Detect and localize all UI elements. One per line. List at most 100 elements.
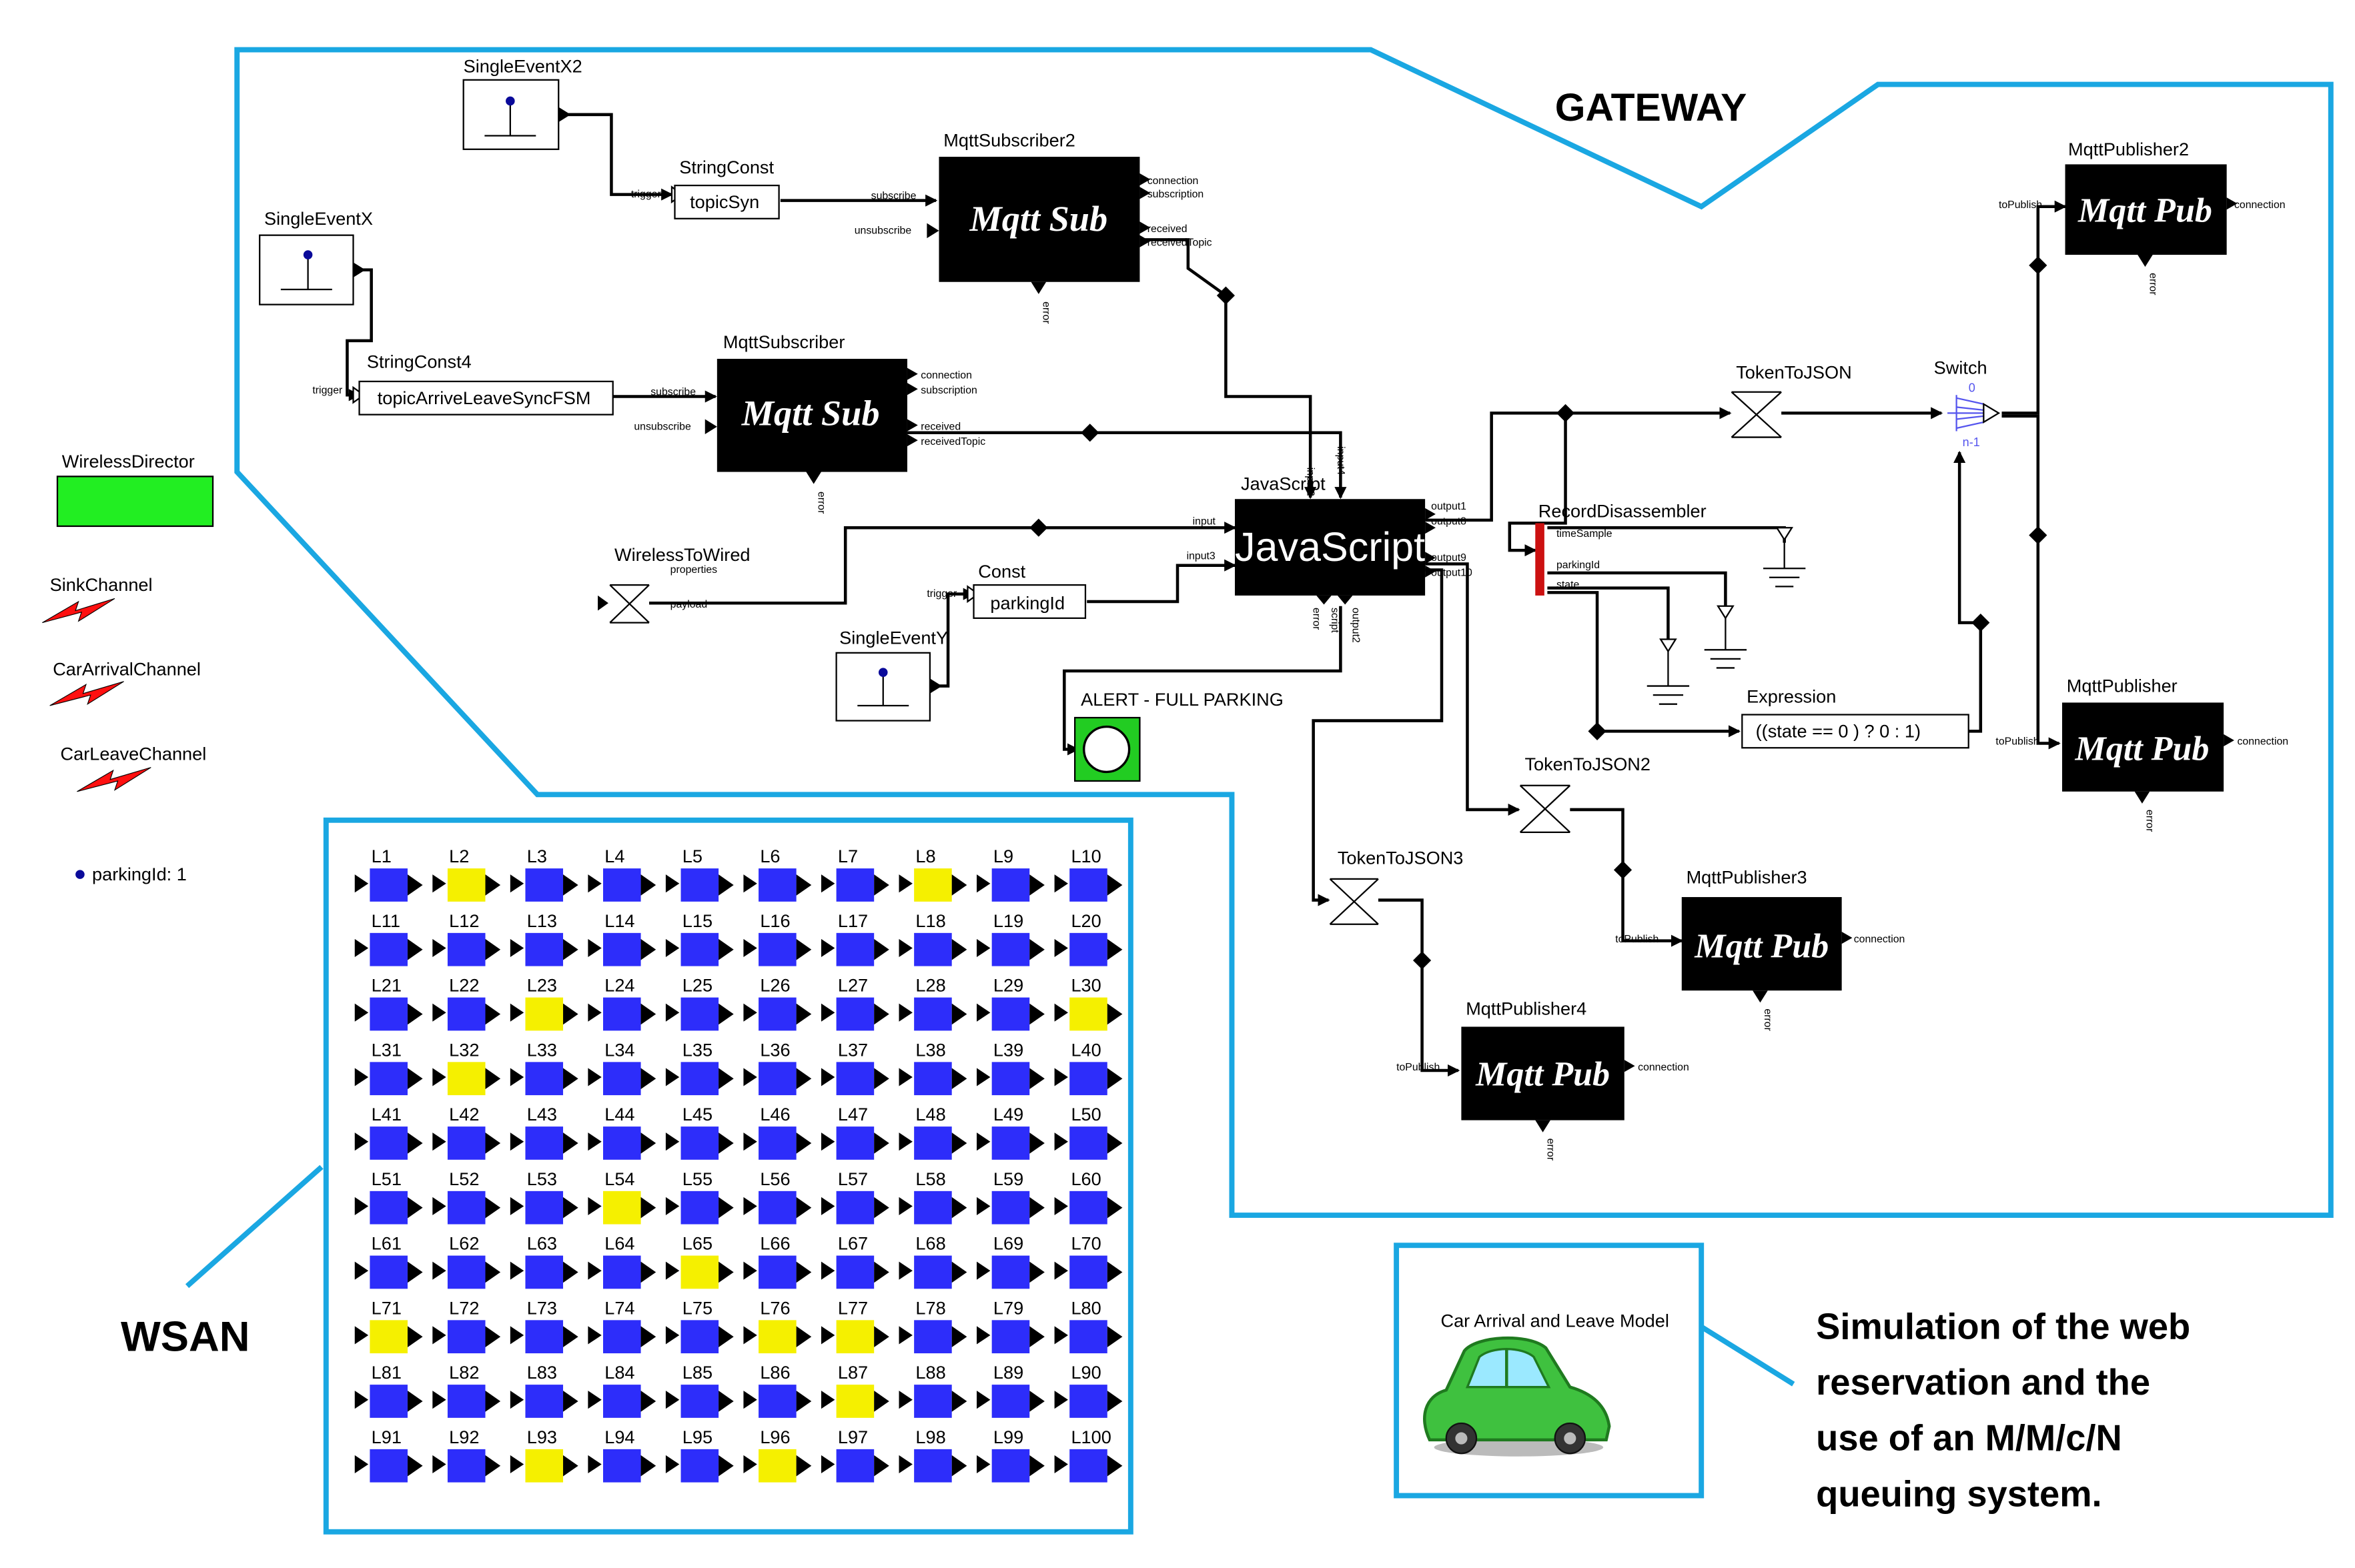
parking-sensor-L52[interactable]: L52	[432, 1168, 501, 1225]
parking-sensor-input-port[interactable]	[665, 1003, 680, 1022]
mqtt-publisher3-box[interactable]	[1681, 897, 1842, 991]
parking-sensor-L73[interactable]: L73	[510, 1297, 578, 1354]
parking-sensor-L28[interactable]: L28	[899, 975, 967, 1031]
parking-sensor-L29[interactable]: L29	[977, 975, 1045, 1031]
parking-sensor-output-port[interactable]	[1029, 1003, 1045, 1025]
parking-sensor-L84[interactable]: L84	[588, 1362, 656, 1418]
parking-sensor-L56[interactable]: L56	[743, 1168, 812, 1225]
parking-sensor-input-port[interactable]	[510, 874, 524, 893]
parking-sensor-input-port[interactable]	[432, 1003, 446, 1022]
parking-sensor-free-box[interactable]	[370, 1385, 408, 1418]
single-event-x-output-port[interactable]	[353, 262, 366, 277]
parking-sensor-occupied-box[interactable]	[447, 868, 486, 902]
parking-sensor-free-box[interactable]	[836, 997, 875, 1031]
parking-sensor-output-port[interactable]	[563, 1132, 578, 1154]
parking-sensor-L53[interactable]: L53	[510, 1168, 578, 1225]
string-const-box[interactable]	[674, 184, 780, 219]
parking-sensor-output-port[interactable]	[563, 1326, 578, 1348]
parking-sensor-input-port[interactable]	[1054, 1132, 1068, 1151]
parking-sensor-free-box[interactable]	[525, 932, 564, 966]
wireless-to-wired-input-port[interactable]	[598, 595, 608, 611]
parking-sensor-free-box[interactable]	[370, 1449, 408, 1483]
parking-sensor-free-box[interactable]	[525, 1191, 564, 1225]
parking-sensor-output-port[interactable]	[796, 1326, 812, 1348]
parking-sensor-input-port[interactable]	[899, 938, 913, 958]
parking-sensor-input-port[interactable]	[354, 1326, 369, 1345]
parking-sensor-free-box[interactable]	[1069, 1126, 1107, 1160]
parking-sensor-free-box[interactable]	[914, 1062, 952, 1096]
token-to-json-icon[interactable]	[1731, 391, 1782, 438]
parking-sensor-free-box[interactable]	[680, 1320, 719, 1354]
parking-sensor-input-port[interactable]	[743, 874, 757, 893]
mqtt-publisher4-actor[interactable]: MqttPublisher4 Mqtt Pub toPublish connec…	[1396, 998, 1689, 1160]
parking-sensor-L14[interactable]: L14	[588, 910, 656, 966]
single-event-x-actor[interactable]: SingleEventX	[259, 208, 373, 305]
parking-sensor-output-port[interactable]	[796, 1391, 812, 1412]
parking-sensor-input-port[interactable]	[588, 1391, 602, 1409]
parking-sensor-L8[interactable]: L8	[899, 846, 967, 902]
parking-sensor-output-port[interactable]	[1029, 1068, 1045, 1090]
mqtt-subscriber2-box[interactable]	[939, 157, 1140, 282]
parking-sensor-input-port[interactable]	[354, 938, 369, 958]
parking-sensor-input-port[interactable]	[821, 1326, 835, 1345]
parking-sensor-output-port[interactable]	[407, 1003, 423, 1025]
parking-sensor-output-port[interactable]	[407, 1455, 423, 1477]
parking-sensor-L81[interactable]: L81	[354, 1362, 423, 1418]
parking-sensor-occupied-box[interactable]	[759, 1449, 797, 1483]
parking-sensor-output-port[interactable]	[874, 938, 889, 960]
mqtt-publisher3-connection-port[interactable]	[1841, 932, 1853, 944]
parking-sensor-input-port[interactable]	[743, 1326, 757, 1345]
parking-sensor-output-port[interactable]	[485, 1068, 501, 1090]
parking-sensor-input-port[interactable]	[510, 1003, 524, 1022]
parking-sensor-input-port[interactable]	[1054, 1197, 1068, 1216]
parking-sensor-L19[interactable]: L19	[977, 910, 1045, 966]
parking-sensor-input-port[interactable]	[588, 938, 602, 958]
expression-box[interactable]	[1741, 714, 1969, 749]
parking-sensor-input-port[interactable]	[899, 1455, 913, 1474]
parking-sensor-L6[interactable]: L6	[743, 846, 812, 902]
parking-sensor-L40[interactable]: L40	[1054, 1039, 1123, 1096]
wireless-director-box[interactable]	[56, 476, 214, 528]
parking-sensor-L51[interactable]: L51	[354, 1168, 423, 1225]
parking-sensor-input-port[interactable]	[354, 1068, 369, 1086]
parking-sensor-input-port[interactable]	[977, 1391, 991, 1409]
parking-sensor-free-box[interactable]	[370, 1062, 408, 1096]
parking-sensor-input-port[interactable]	[821, 938, 835, 958]
parking-sensor-L63[interactable]: L63	[510, 1233, 578, 1289]
parking-sensor-L10[interactable]: L10	[1054, 846, 1123, 902]
parking-sensor-input-port[interactable]	[510, 1455, 524, 1474]
car-leave-channel-lightning-icon[interactable]	[77, 767, 151, 792]
parking-sensor-L4[interactable]: L4	[588, 846, 656, 902]
parking-sensor-L1[interactable]: L1	[354, 846, 423, 902]
parking-sensor-input-port[interactable]	[354, 1455, 369, 1474]
mqtt-subscriber-unsubscribe-port[interactable]	[704, 419, 717, 435]
parking-sensor-L30[interactable]: L30	[1054, 975, 1123, 1031]
parking-sensor-L50[interactable]: L50	[1054, 1104, 1123, 1160]
parking-sensor-free-box[interactable]	[1069, 868, 1107, 902]
parking-sensor-input-port[interactable]	[354, 1132, 369, 1151]
parking-sensor-L3[interactable]: L3	[510, 846, 578, 902]
parking-sensor-output-port[interactable]	[407, 874, 423, 896]
parking-sensor-free-box[interactable]	[991, 1255, 1030, 1289]
parking-sensor-input-port[interactable]	[432, 1068, 446, 1086]
parking-sensor-occupied-box[interactable]	[914, 868, 952, 902]
parking-sensor-output-port[interactable]	[640, 1197, 656, 1219]
parking-sensor-output-port[interactable]	[874, 1261, 889, 1283]
parking-sensor-L76[interactable]: L76	[743, 1297, 812, 1354]
parking-sensor-output-port[interactable]	[485, 1326, 501, 1348]
parking-sensor-output-port[interactable]	[1107, 1455, 1123, 1477]
parking-sensor-output-port[interactable]	[1029, 1391, 1045, 1412]
parking-sensor-free-box[interactable]	[1069, 1320, 1107, 1354]
parking-sensor-output-port[interactable]	[796, 1132, 812, 1154]
parking-sensor-L22[interactable]: L22	[432, 975, 501, 1031]
parking-sensor-output-port[interactable]	[874, 1326, 889, 1348]
parking-sensor-output-port[interactable]	[951, 874, 967, 896]
parking-sensor-output-port[interactable]	[563, 938, 578, 960]
parking-sensor-input-port[interactable]	[821, 1132, 835, 1151]
parking-sensor-output-port[interactable]	[1107, 1003, 1123, 1025]
parking-sensor-output-port[interactable]	[1029, 1197, 1045, 1219]
parking-sensor-output-port[interactable]	[719, 1132, 734, 1154]
parking-sensor-L45[interactable]: L45	[665, 1104, 734, 1160]
parking-sensor-input-port[interactable]	[588, 1261, 602, 1280]
parking-sensor-input-port[interactable]	[1054, 1326, 1068, 1345]
